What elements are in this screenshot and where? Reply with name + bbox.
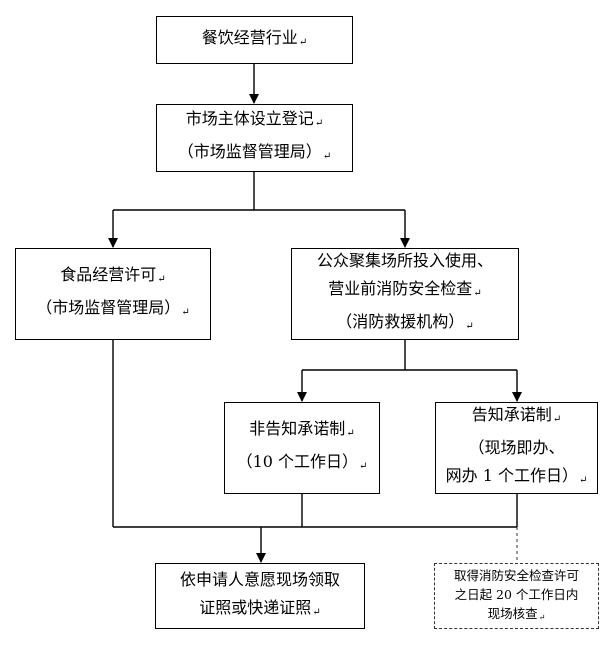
node-food-license-line-1: 食品经营许可↵ xyxy=(60,265,166,285)
paragraph-mark-icon: ↵ xyxy=(538,612,546,622)
node-collect: 依申请人意愿现场领取 证照或快递证照↵ xyxy=(155,563,365,629)
node-verify-note-line-3: 现场核查↵ xyxy=(487,605,546,622)
node-notification-line-1: 告知承诺制↵ xyxy=(471,405,562,425)
node-collect-line-1: 依申请人意愿现场领取 xyxy=(179,569,340,589)
node-verify-note-line-2: 之日起 20 个工作日内 xyxy=(454,586,579,602)
node-food-license-line-2: （市场监督管理局）↵ xyxy=(36,298,190,318)
node-fire-inspection-line-2: 营业前消防安全检查↵ xyxy=(328,279,482,299)
paragraph-mark-icon: ↵ xyxy=(157,274,166,285)
paragraph-mark-icon: ↵ xyxy=(298,36,308,48)
node-catering: 餐饮经营行业↵ xyxy=(156,16,353,64)
node-fire-inspection-line-1: 公众聚集场所投入使用、 xyxy=(316,251,493,270)
paragraph-mark-icon: ↵ xyxy=(312,606,321,618)
node-fire-inspection: 公众聚集场所投入使用、 营业前消防安全检查↵ （消防救援机构）↵ xyxy=(291,248,519,340)
paragraph-mark-icon: ↵ xyxy=(552,414,562,425)
node-registration-line-1: 市场主体设立登记↵ xyxy=(185,109,324,129)
paragraph-mark-icon: ↵ xyxy=(359,461,368,472)
node-non-notification-line-1: 非告知承诺制↵ xyxy=(249,419,355,439)
node-collect-line-2: 证照或快递证照↵ xyxy=(199,597,321,618)
paragraph-mark-icon: ↵ xyxy=(473,288,482,299)
node-verify-note: 取得消防安全检查许可 之日起 20 个工作日内 现场核查↵ xyxy=(434,563,599,629)
paragraph-mark-icon: ↵ xyxy=(346,428,355,439)
paragraph-mark-icon: ↵ xyxy=(465,321,474,332)
node-registration: 市场主体设立登记↵ （市场监督管理局）↵ xyxy=(156,104,353,172)
node-catering-line-1: 餐饮经营行业↵ xyxy=(201,27,308,48)
paragraph-mark-icon: ↵ xyxy=(578,475,588,486)
node-notification-line-3: 网办 1 个工作日）↵ xyxy=(445,466,588,486)
paragraph-mark-icon: ↵ xyxy=(314,118,324,129)
node-verify-note-line-1: 取得消防安全检查许可 xyxy=(453,567,579,583)
node-registration-line-2: （市场监督管理局）↵ xyxy=(177,142,332,162)
node-non-notification-line-2: （10 个工作日）↵ xyxy=(236,452,368,472)
node-notification: 告知承诺制↵ （现场即办、 网办 1 个工作日）↵ xyxy=(435,402,598,494)
node-notification-line-2: （现场即办、 xyxy=(468,438,565,457)
paragraph-mark-icon: ↵ xyxy=(322,151,332,162)
node-fire-inspection-line-3: （消防救援机构）↵ xyxy=(336,312,474,332)
paragraph-mark-icon: ↵ xyxy=(181,307,190,318)
node-non-notification: 非告知承诺制↵ （10 个工作日）↵ xyxy=(224,402,380,494)
node-food-license: 食品经营许可↵ （市场监督管理局）↵ xyxy=(15,248,211,340)
